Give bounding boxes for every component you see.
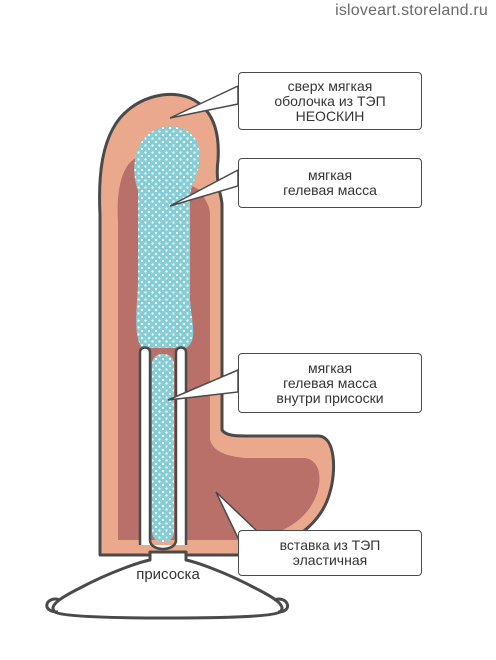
callout-suction-gel: мягкая гелевая масса внутри присоски bbox=[238, 353, 422, 413]
callout-insert-line-1: вставка из ТЭП bbox=[279, 537, 381, 553]
callout-insert-line-2: эластичная bbox=[292, 552, 368, 568]
callout-shell-line-1: сверх мягкая bbox=[287, 78, 373, 94]
suction-channel bbox=[138, 346, 188, 551]
callout-shell-line-2: оболочка из ТЭП bbox=[274, 93, 386, 109]
callout-gel: мягкая гелевая масса bbox=[238, 158, 422, 208]
suction-cup-label: присоска bbox=[136, 566, 200, 583]
callout-insert: вставка из ТЭП эластичная bbox=[238, 530, 422, 576]
callout-gel-line-1: мягкая bbox=[307, 167, 353, 183]
callout-suction-gel-line-3: внутри присоски bbox=[276, 390, 384, 406]
callout-suction-gel-line-1: мягкая bbox=[307, 360, 353, 376]
callout-shell-line-3: НЕОСКИН bbox=[295, 108, 365, 124]
suction-cup bbox=[51, 550, 284, 620]
watermark-text: isloveart.storeland.ru bbox=[335, 2, 488, 19]
callout-gel-line-2: гелевая масса bbox=[283, 182, 377, 198]
gel-in-suction bbox=[152, 354, 174, 542]
gel-mass bbox=[134, 126, 200, 349]
callout-shell: сверх мягкая оболочка из ТЭП НЕОСКИН bbox=[238, 72, 422, 130]
callout-suction-gel-line-2: гелевая масса bbox=[283, 375, 377, 391]
